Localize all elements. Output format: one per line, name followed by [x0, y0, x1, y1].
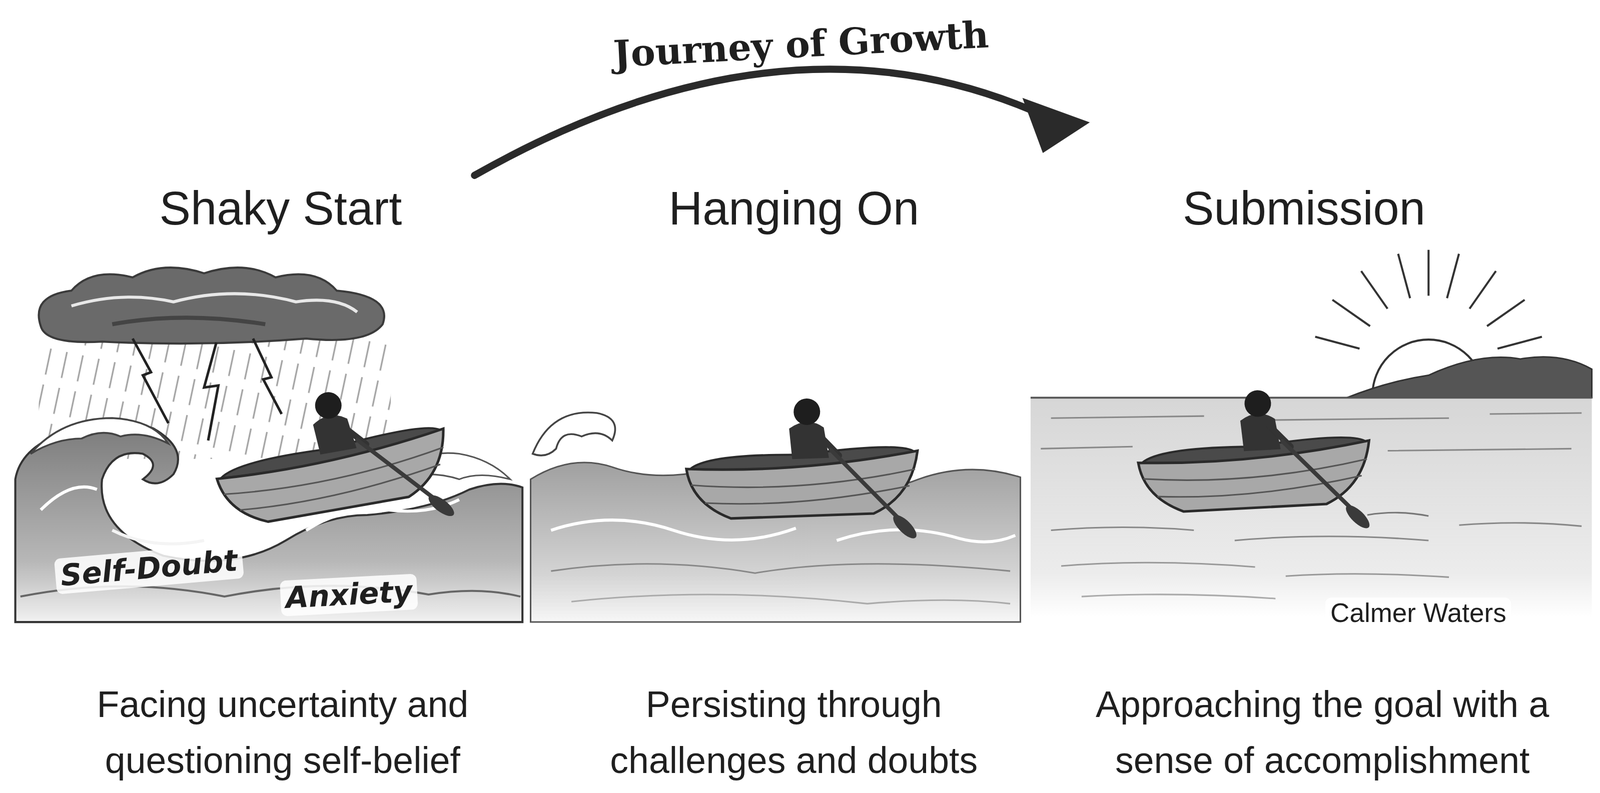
stage-heading: Hanging On	[668, 180, 920, 238]
stage-heading: Shaky Start	[159, 180, 402, 238]
illustration-label: Anxiety	[279, 573, 419, 617]
illustration-label: Calmer Waters	[1325, 597, 1512, 630]
stage-description: Persisting through challenges and doubts	[589, 676, 999, 789]
stage-heading: Submission	[1182, 180, 1426, 238]
stage-description: Approaching the goal with a sense of acc…	[1067, 676, 1578, 789]
stage-description: Facing uncertainty and questioning self-…	[68, 676, 498, 789]
